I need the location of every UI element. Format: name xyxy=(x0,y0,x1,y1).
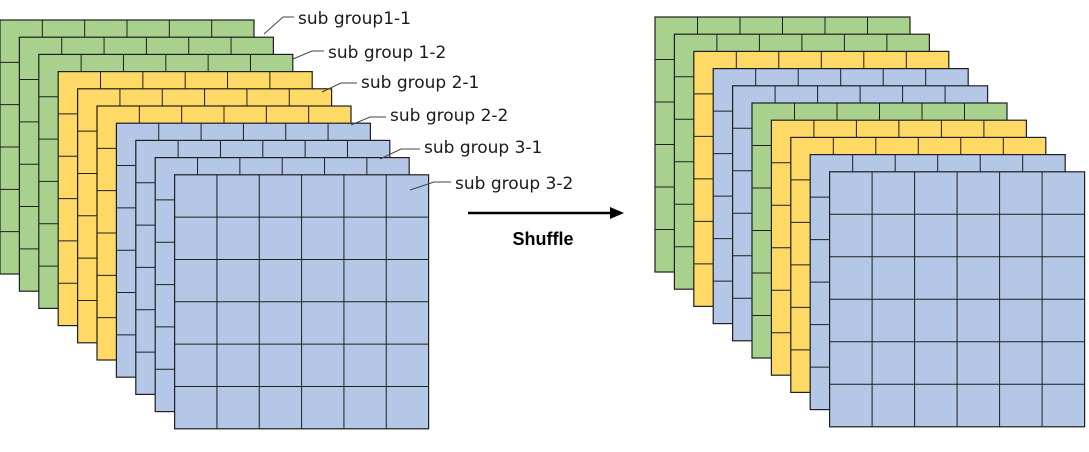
subgroup-label-2: sub group 1-2 xyxy=(328,43,446,63)
label-leader-line-1 xyxy=(263,16,294,35)
subgroup-label-6: sub group 3-2 xyxy=(455,174,573,194)
shuffle-label: Shuffle xyxy=(513,229,574,249)
label-leader-line-6 xyxy=(409,181,451,191)
subgroup-label-5: sub group 3-1 xyxy=(424,138,542,158)
right-layer-stack xyxy=(654,16,1086,428)
subgroup-label-4: sub group 2-2 xyxy=(390,106,508,126)
label-leader-line-5 xyxy=(379,148,420,160)
subgroup-labels: sub group1-1 sub group 1-2 sub group 2-1 su… xyxy=(263,9,573,194)
label-leader-line-3 xyxy=(321,82,357,93)
label-leader-line-2 xyxy=(292,50,324,60)
left-layer-stack xyxy=(0,19,430,430)
left-layer-10-blue xyxy=(174,174,430,430)
label-leader-line-4 xyxy=(350,116,386,126)
shuffle-arrow xyxy=(468,207,624,219)
subgroup-label-1: sub group1-1 xyxy=(298,9,411,29)
subgroup-label-3: sub group 2-1 xyxy=(361,73,479,93)
right-layer-10-blue xyxy=(828,171,1086,428)
